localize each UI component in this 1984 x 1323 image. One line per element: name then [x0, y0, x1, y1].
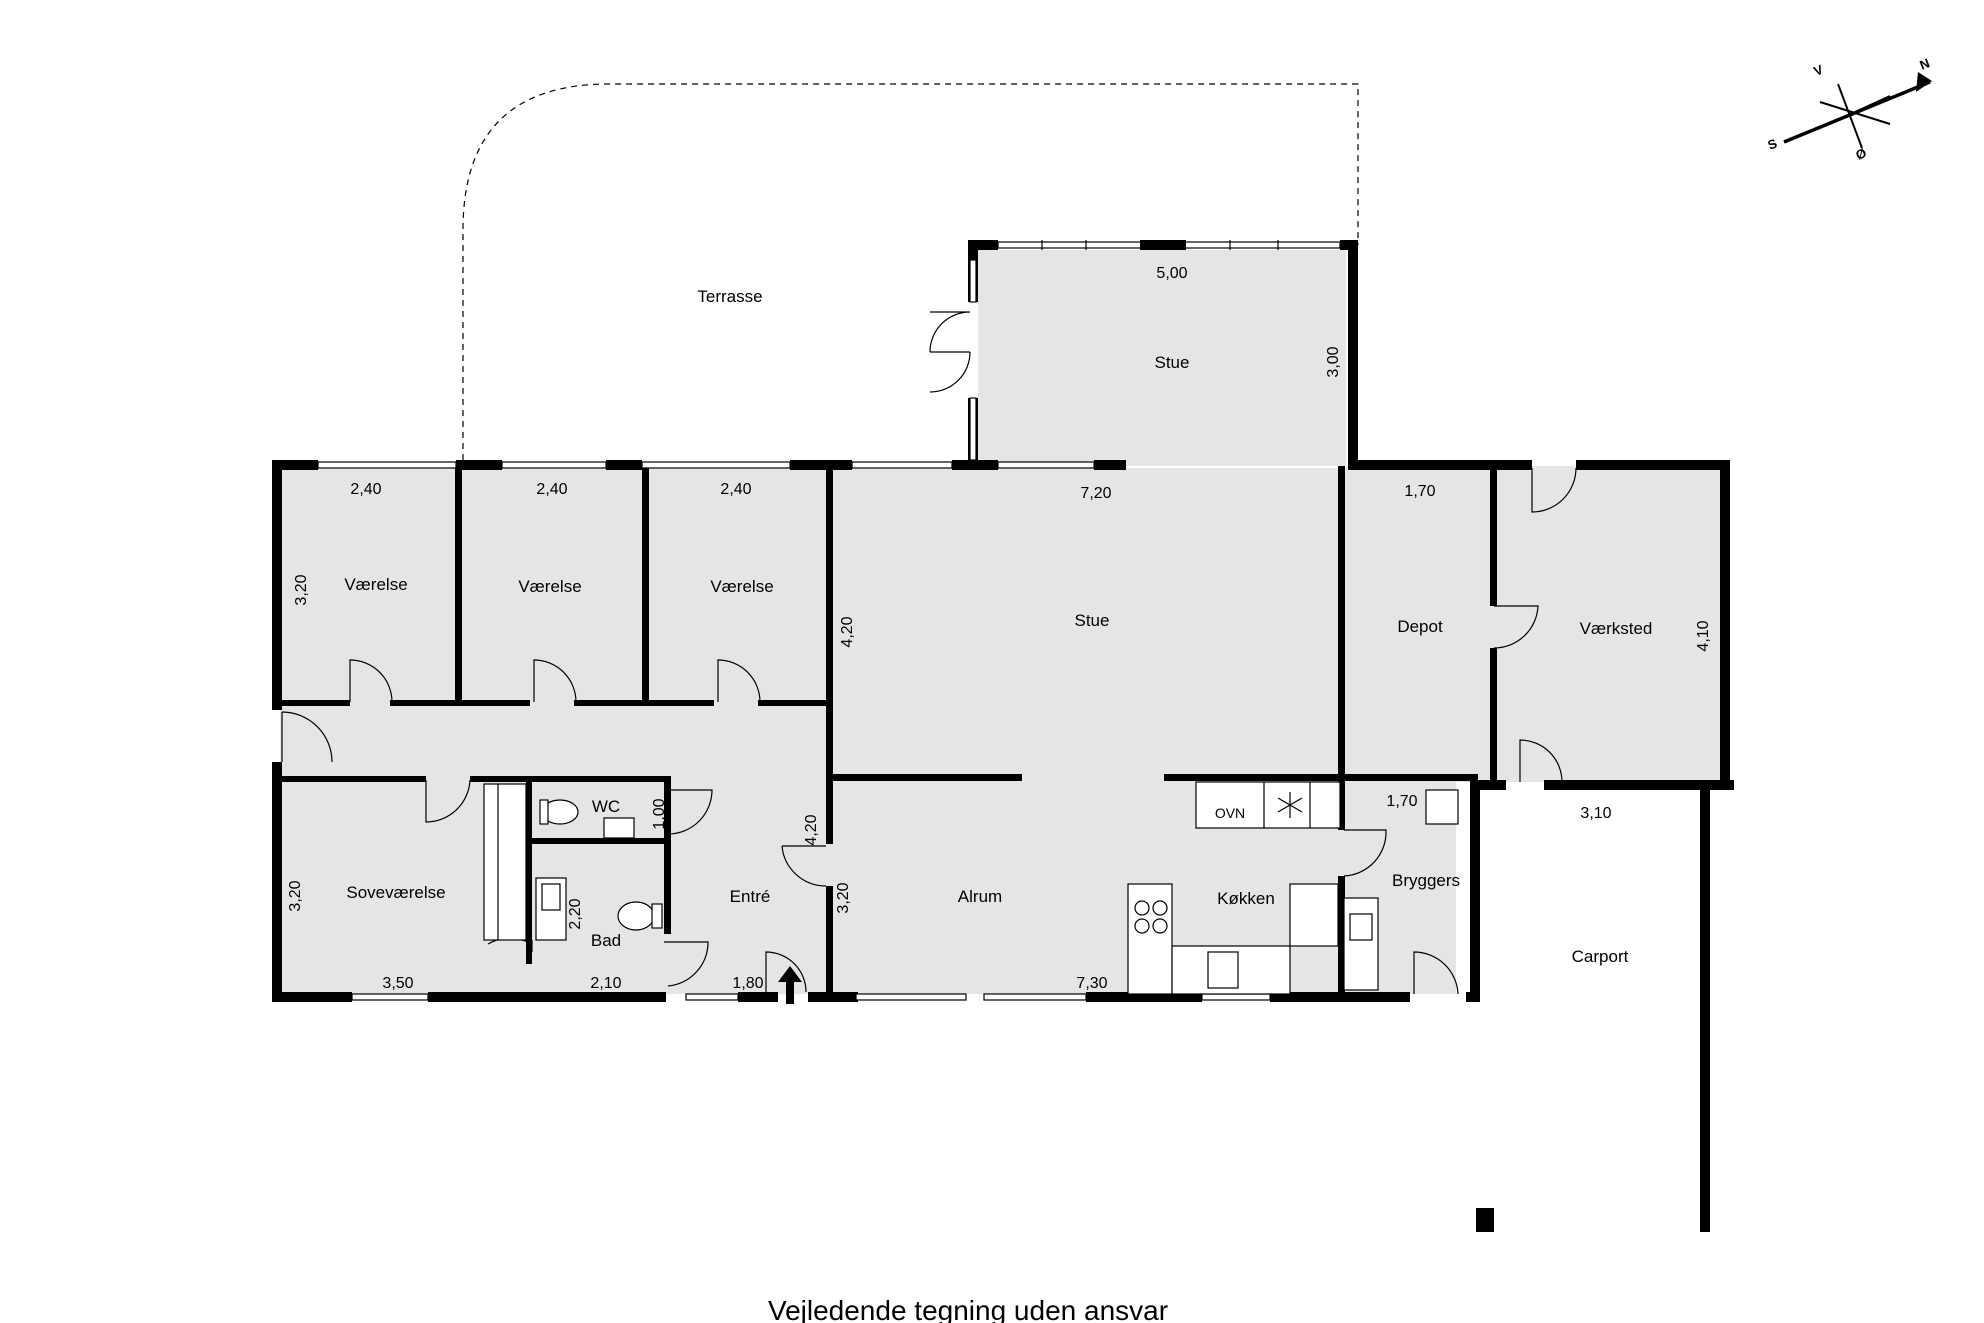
drawing-caption: Vejledende tegning uden ansvar: [768, 1295, 1168, 1323]
doors: [281, 311, 1577, 995]
room-label-vaerksted: Værksted: [1580, 619, 1653, 638]
terrace-outline: [462, 83, 1359, 460]
dim-depot-width: 1,70: [1404, 483, 1435, 500]
compass-rose-icon: N S V Ø: [1766, 55, 1932, 163]
room-label-stue-top: Stue: [1155, 353, 1190, 372]
entrance-arrow-icon: [778, 966, 802, 1004]
compass-east: Ø: [1854, 145, 1869, 163]
room-label-stue: Stue: [1075, 611, 1110, 630]
room-label-vaerelse-1: Værelse: [344, 575, 407, 594]
dim-stue-top-depth: 3,00: [1325, 346, 1342, 377]
compass-south: S: [1766, 136, 1780, 153]
dim-entre-depth: 4,20: [803, 814, 820, 845]
floor-fills: [280, 250, 1722, 994]
dim-sovevaerelse-depth: 3,20: [287, 880, 304, 911]
room-label-bryggers: Bryggers: [1392, 871, 1460, 890]
room-label-sovevaerelse: Soveværelse: [346, 883, 445, 902]
fixtures: [483, 781, 1459, 995]
dim-vaerelse-3-width: 2,40: [720, 481, 751, 498]
windows: [317, 240, 1341, 1001]
dim-wc-depth: 1,00: [651, 798, 668, 829]
dim-stue-top-width: 5,00: [1156, 265, 1187, 282]
dim-bad-width: 2,10: [590, 975, 621, 992]
room-label-bad: Bad: [591, 931, 621, 950]
compass-west: V: [1812, 62, 1826, 79]
dim-vaerksted-depth: 4,10: [1695, 620, 1712, 651]
dim-entre-width: 1,80: [732, 975, 763, 992]
dim-carport-width: 3,10: [1580, 805, 1611, 822]
dim-stue-depth: 4,20: [839, 616, 856, 647]
room-label-alrum: Alrum: [958, 887, 1002, 906]
walls: [272, 240, 1734, 1232]
compass-north: N: [1918, 55, 1932, 72]
dim-vaerelse-1-depth: 3,20: [293, 574, 310, 605]
dim-alrum-depth: 3,20: [835, 882, 852, 913]
room-label-vaerelse-2: Værelse: [518, 577, 581, 596]
room-label-vaerelse-3: Værelse: [710, 577, 773, 596]
room-labels: Terrasse Stue Stue Værelse Værelse Værel…: [344, 287, 1652, 966]
room-label-terrasse: Terrasse: [697, 287, 762, 306]
room-label-wc: WC: [592, 797, 620, 816]
dim-bad-depth: 2,20: [567, 898, 584, 929]
dim-sovevaerelse-width: 3,50: [382, 975, 413, 992]
room-label-entre: Entré: [730, 887, 771, 906]
room-label-depot: Depot: [1397, 617, 1443, 636]
dim-bryggers-width: 1,70: [1386, 793, 1417, 810]
dim-vaerelse-2-width: 2,40: [536, 481, 567, 498]
dim-vaerelse-1-width: 2,40: [350, 481, 381, 498]
room-label-koekken: Køkken: [1217, 889, 1275, 908]
oven-label: OVN: [1215, 805, 1245, 821]
dimension-labels: 5,00 3,00 2,40 2,40 2,40 3,20 7,20 4,20 …: [287, 265, 1712, 992]
dim-alrum-width: 7,30: [1076, 975, 1107, 992]
dim-stue-width: 7,20: [1080, 485, 1111, 502]
room-label-carport: Carport: [1572, 947, 1629, 966]
